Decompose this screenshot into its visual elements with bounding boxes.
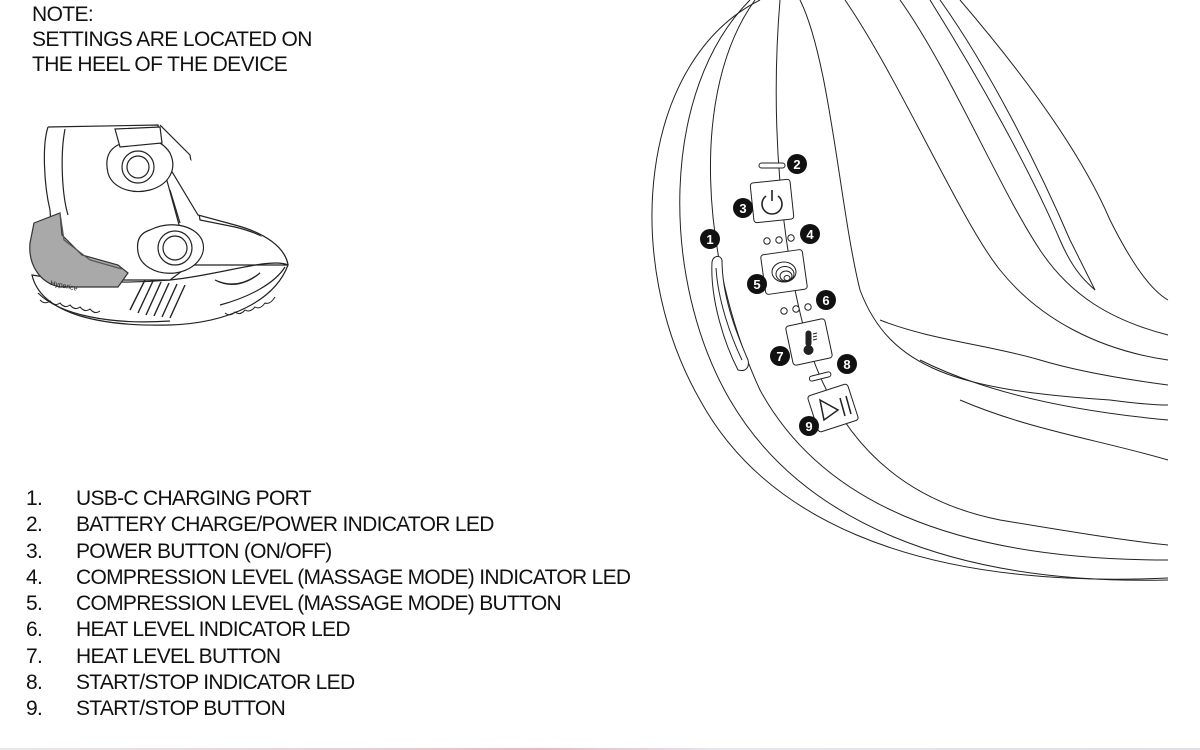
legend-number: 6. (26, 618, 43, 642)
legend-number: 4. (26, 565, 43, 589)
svg-text:3: 3 (739, 201, 746, 216)
callout-3: 3 (733, 198, 753, 218)
svg-text:4: 4 (806, 227, 814, 242)
legend-item: 9. START/STOP BUTTON (26, 696, 630, 722)
legend-item: 5. COMPRESSION LEVEL (MASSAGE MODE) BUTTO… (26, 591, 630, 617)
legend-label: POWER BUTTON (ON/OFF) (76, 539, 332, 563)
compression-button[interactable] (760, 249, 808, 295)
legend-label: BATTERY CHARGE/POWER INDICATOR LED (76, 513, 494, 537)
svg-text:8: 8 (843, 357, 850, 372)
svg-text:9: 9 (805, 419, 812, 434)
note-block: NOTE: SETTINGS ARE LOCATED ON THE HEEL O… (32, 2, 312, 77)
legend-number: 7. (26, 644, 43, 668)
legend-number: 2. (26, 513, 43, 537)
svg-text:2: 2 (793, 157, 800, 172)
shoe-illustration: Hyperice (29, 124, 289, 326)
legend-item: 8. START/STOP INDICATOR LED (26, 670, 630, 696)
legend-label: HEAT LEVEL INDICATOR LED (76, 618, 350, 642)
legend-label: START/STOP BUTTON (76, 697, 286, 721)
legend-number: 8. (26, 671, 43, 695)
legend-number: 1. (26, 487, 43, 510)
legend-item: 1. USB-C CHARGING PORT (26, 486, 630, 512)
legend-label: HEAT LEVEL BUTTON (76, 644, 281, 668)
note-heading: NOTE: (32, 3, 94, 26)
legend-number: 5. (26, 592, 43, 616)
svg-text:5: 5 (753, 277, 760, 292)
legend-label: START/STOP INDICATOR LED (76, 671, 355, 695)
bottom-edge-divider (0, 748, 1200, 750)
note-line-2: THE HEEL OF THE DEVICE (32, 53, 288, 76)
legend-label: COMPRESSION LEVEL (MASSAGE MODE) INDICAT… (76, 565, 631, 589)
callout-8: 8 (837, 354, 857, 374)
legend-item: 7. HEAT LEVEL BUTTON (26, 644, 630, 670)
svg-text:1: 1 (706, 232, 713, 247)
legend-label: COMPRESSION LEVEL (MASSAGE MODE) BUTTON (76, 592, 562, 616)
callout-1: 1 (700, 229, 720, 249)
start-stop-led (808, 371, 832, 382)
svg-text:6: 6 (822, 293, 829, 308)
callout-4: 4 (800, 224, 820, 244)
power-button[interactable] (749, 178, 795, 224)
legend-item: 3. POWER BUTTON (ON/OFF) (26, 539, 630, 565)
svg-text:7: 7 (776, 349, 783, 364)
legend-number: 9. (26, 697, 43, 721)
device-heel-illustration: 1 2 3 4 5 6 7 8 9 (651, 0, 1169, 581)
legend-item: 4. COMPRESSION LEVEL (MASSAGE MODE) INDIC… (26, 565, 631, 591)
legend-item: 2. BATTERY CHARGE/POWER INDICATOR LED (26, 512, 630, 538)
callout-5: 5 (747, 274, 767, 294)
start-stop-button[interactable] (807, 383, 859, 433)
legend-item: 6. HEAT LEVEL INDICATOR LED (26, 617, 630, 643)
compression-leds (763, 234, 795, 245)
battery-led (758, 162, 786, 169)
heat-leds (780, 303, 812, 315)
component-legend: 1. USB-C CHARGING PORT 2. BATTERY CHARGE/P… (26, 486, 631, 723)
legend-number: 3. (26, 539, 43, 563)
usb-c-port[interactable] (711, 255, 749, 371)
callout-9: 9 (799, 416, 819, 436)
callout-2: 2 (787, 154, 807, 174)
legend-label: USB-C CHARGING PORT (76, 487, 312, 510)
callout-6: 6 (816, 290, 836, 310)
note-line-1: SETTINGS ARE LOCATED ON (32, 28, 312, 51)
heat-button[interactable] (785, 318, 833, 366)
callout-7: 7 (770, 346, 790, 366)
